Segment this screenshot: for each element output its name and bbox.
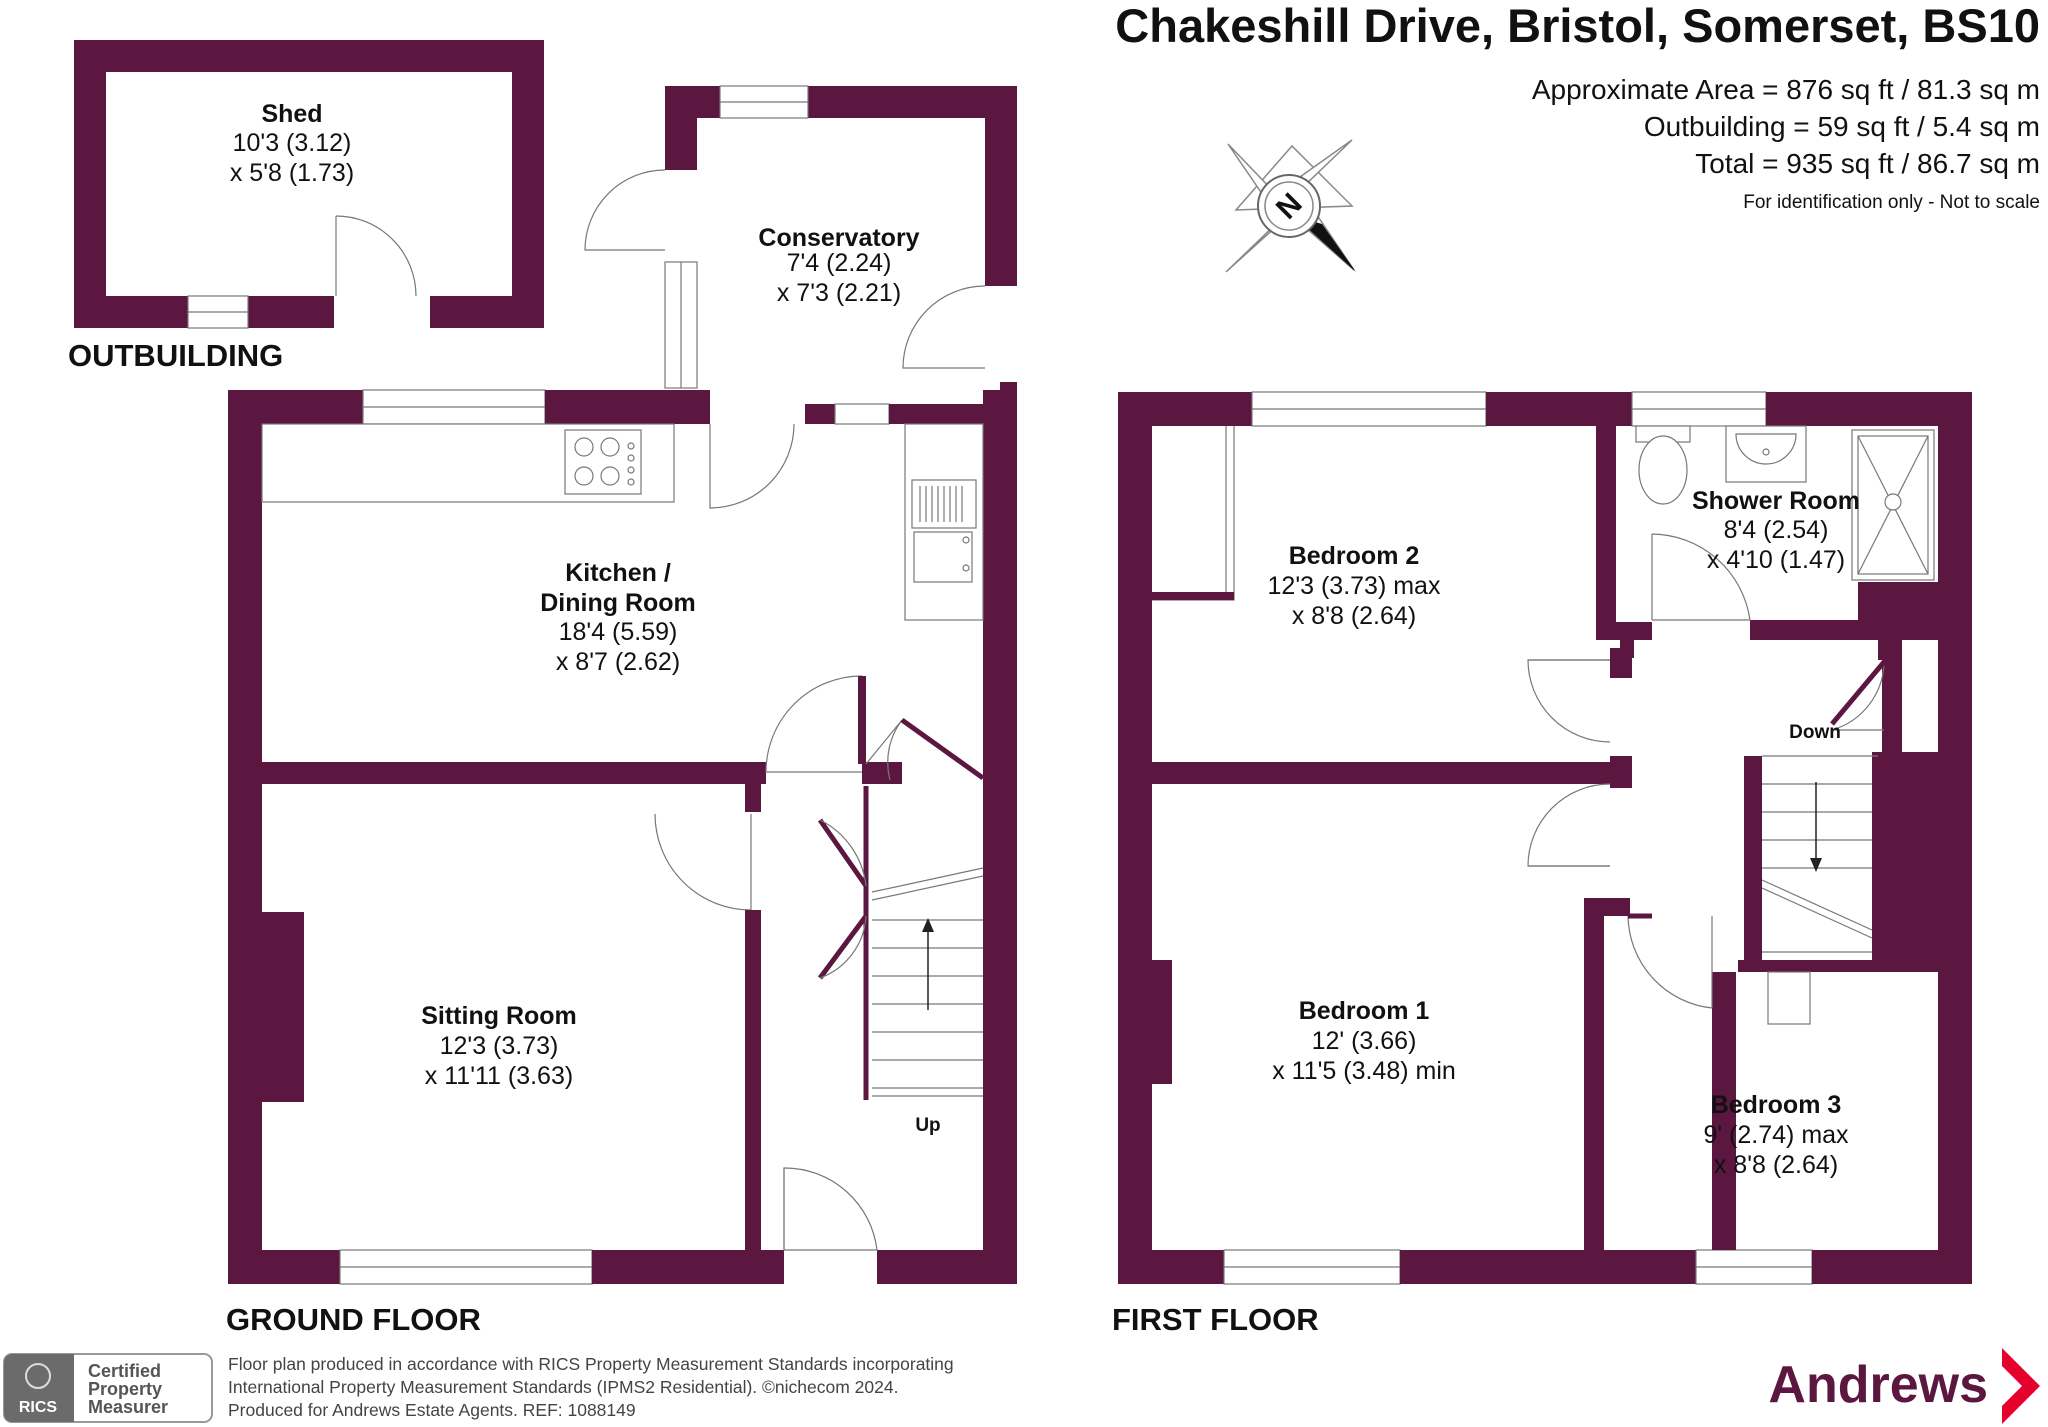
footer-line-1: Floor plan produced in accordance with R… xyxy=(228,1354,954,1374)
badge-line-2: Property xyxy=(88,1379,162,1399)
room-dim-bedroom2-1: 12'3 (3.73) max xyxy=(1268,572,1441,600)
area-approx: Approximate Area = 876 sq ft / 81.3 sq m xyxy=(1532,74,2040,105)
room-dim-bedroom3-1: 9' (2.74) max xyxy=(1703,1121,1849,1149)
floor-label-ground: GROUND FLOOR xyxy=(226,1302,481,1337)
stairs-up-label: Up xyxy=(915,1115,940,1136)
room-dim-kitchen-2: x 8'7 (2.62) xyxy=(556,648,680,676)
lion-icon xyxy=(25,1363,51,1389)
brand-chevron-icon xyxy=(2002,1348,2040,1424)
room-dim-sitting-2: x 11'11 (3.63) xyxy=(425,1062,573,1090)
first-floor-plan xyxy=(1118,391,1972,1285)
room-dim-conservatory-2: x 7'3 (2.21) xyxy=(777,279,901,307)
room-dim-bedroom3-2: x 8'8 (2.64) xyxy=(1714,1151,1838,1179)
disclaimer: For identification only - Not to scale xyxy=(1743,192,2040,213)
room-name-kitchen-2: Dining Room xyxy=(540,589,696,617)
brand-logo: Andrews xyxy=(1768,1356,1988,1414)
room-name-conservatory: Conservatory xyxy=(758,224,919,252)
badge-line-3: Measurer xyxy=(88,1397,168,1417)
room-name-kitchen-1: Kitchen / xyxy=(565,559,671,587)
footer-line-3: Produced for Andrews Estate Agents. REF:… xyxy=(228,1400,636,1420)
room-dim-shed-1: 10'3 (3.12) xyxy=(233,129,352,157)
footer-line-2: International Property Measurement Stand… xyxy=(228,1377,898,1397)
floor-label-outbuilding: OUTBUILDING xyxy=(68,338,283,373)
room-dim-bedroom1-2: x 11'5 (3.48) min xyxy=(1272,1057,1456,1085)
compass-icon: N xyxy=(1225,139,1356,273)
room-dim-conservatory-1: 7'4 (2.24) xyxy=(787,249,892,277)
room-dim-sitting-1: 12'3 (3.73) xyxy=(440,1032,559,1060)
ground-floor-plan xyxy=(228,85,1017,1285)
room-dim-shower-2: x 4'10 (1.47) xyxy=(1707,546,1845,574)
rics-logo-text: RICS xyxy=(19,1399,58,1416)
room-name-sitting: Sitting Room xyxy=(421,1002,577,1030)
room-dim-kitchen-1: 18'4 (5.59) xyxy=(559,618,678,646)
floor-label-first: FIRST FLOOR xyxy=(1112,1302,1319,1337)
badge-line-1: Certified xyxy=(88,1361,161,1381)
room-dim-bedroom2-2: x 8'8 (2.64) xyxy=(1292,602,1416,630)
room-name-bedroom2: Bedroom 2 xyxy=(1289,542,1420,570)
room-name-bedroom1: Bedroom 1 xyxy=(1299,997,1430,1025)
area-total: Total = 935 sq ft / 86.7 sq m xyxy=(1695,148,2040,179)
room-dim-shower-1: 8'4 (2.54) xyxy=(1724,516,1829,544)
stairs-down-label: Down xyxy=(1789,722,1841,743)
room-dim-bedroom1-1: 12' (3.66) xyxy=(1312,1027,1417,1055)
room-dim-shed-2: x 5'8 (1.73) xyxy=(230,159,354,187)
room-name-shed: Shed xyxy=(261,100,322,128)
room-name-shower: Shower Room xyxy=(1692,487,1860,515)
outbuilding-plan xyxy=(74,40,544,329)
area-outbuilding: Outbuilding = 59 sq ft / 5.4 sq m xyxy=(1644,111,2040,142)
rics-badge: RICS Certified Property Measurer xyxy=(3,1353,213,1423)
address-title: Chakeshill Drive, Bristol, Somerset, BS1… xyxy=(1115,0,2040,52)
room-name-bedroom3: Bedroom 3 xyxy=(1711,1091,1842,1119)
